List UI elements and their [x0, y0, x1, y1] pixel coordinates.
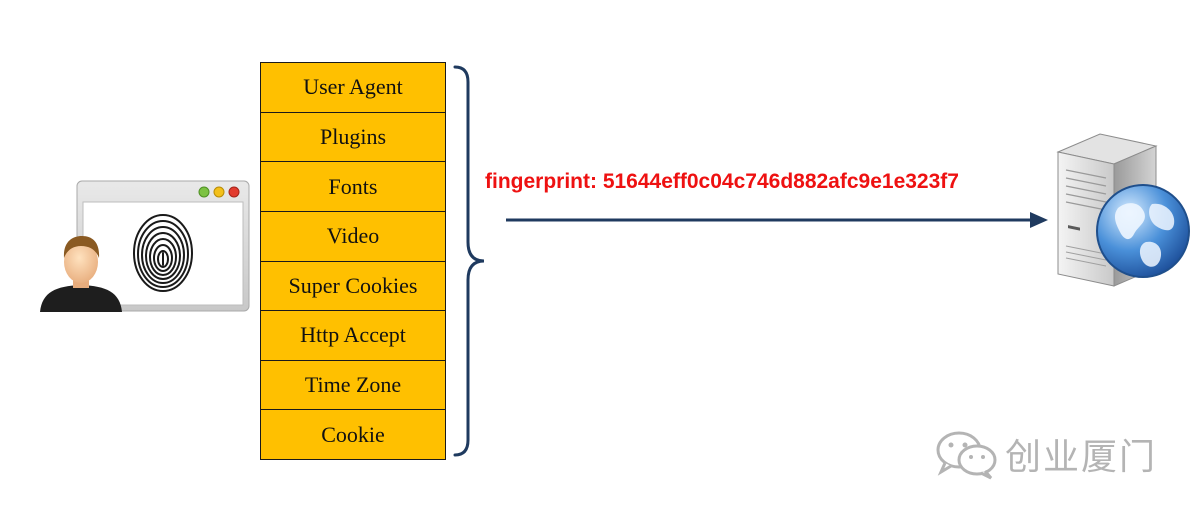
globe-icon [1096, 184, 1190, 278]
user-avatar-icon [40, 236, 122, 312]
fingerprint-label: fingerprint: 51644eff0c04c746d882afc9e1e… [485, 170, 959, 193]
attribute-super-cookies: Super Cookies [261, 261, 445, 312]
attribute-http-accept: Http Accept [261, 311, 445, 361]
curly-brace [453, 65, 485, 457]
close-dot-icon [228, 186, 240, 198]
attribute-list: User Agent Plugins Fonts Video Super Coo… [260, 62, 446, 460]
attribute-cookie: Cookie [261, 410, 445, 459]
minimize-dot-icon [213, 186, 225, 198]
attribute-time-zone: Time Zone [261, 360, 445, 411]
fingerprint-icon [133, 214, 193, 292]
watermark-text: 创业厦门 [1005, 437, 1158, 478]
attribute-video: Video [261, 211, 445, 262]
wechat-icon [936, 431, 997, 480]
arrow [506, 212, 1048, 228]
attribute-fonts: Fonts [261, 162, 445, 212]
attribute-plugins: Plugins [261, 112, 445, 163]
attribute-user-agent: User Agent [261, 63, 445, 113]
maximize-dot-icon [198, 186, 210, 198]
